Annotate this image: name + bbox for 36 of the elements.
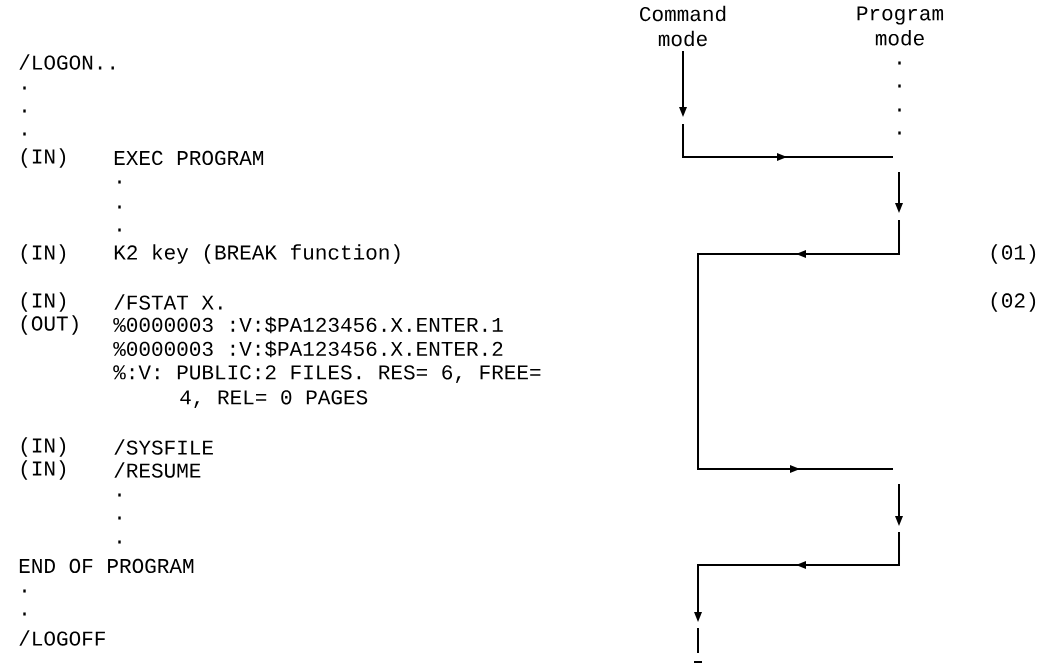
ellipsis-dot: . bbox=[898, 84, 901, 88]
command-line: /FSTAT X. bbox=[114, 294, 222, 310]
ellipsis-dot: . bbox=[118, 228, 121, 232]
command-line: /LOGON.. bbox=[19, 54, 114, 70]
output-line: %0000003 :V:$PA123456.X.ENTER.1 bbox=[113, 316, 503, 334]
command-line: K2 key (BREAK function) bbox=[114, 244, 400, 264]
ellipsis-dot: . bbox=[118, 516, 121, 520]
step-number: (02) bbox=[991, 292, 1036, 312]
ellipsis-dot: . bbox=[23, 132, 26, 136]
step-number: (01) bbox=[991, 244, 1036, 264]
command-line: /SYSFILE bbox=[114, 439, 213, 455]
output-line: %:V: PUBLIC:2 FILES. RES= 6, FREE= 4, REL= 0 PAGES bbox=[113, 365, 541, 408]
command-line: /LOGOFF bbox=[19, 630, 105, 646]
ellipsis-dot: . bbox=[23, 109, 26, 113]
ellipsis-dot: . bbox=[118, 540, 121, 544]
column-heading: Command mode bbox=[640, 5, 726, 47]
ellipsis-dot: . bbox=[23, 86, 26, 90]
output-marker: (OUT) bbox=[21, 315, 78, 335]
ellipsis-dot: . bbox=[898, 131, 901, 135]
input-marker: (IN) bbox=[21, 244, 66, 264]
ellipsis-dot: . bbox=[898, 61, 901, 65]
output-line: %0000003 :V:$PA123456.X.ENTER.2 bbox=[113, 340, 503, 358]
input-marker: (IN) bbox=[21, 292, 66, 312]
input-marker: (IN) bbox=[21, 148, 66, 168]
program-end-line: END OF PROGRAM bbox=[19, 558, 194, 574]
ellipsis-dot: . bbox=[23, 589, 26, 593]
command-line: /RESUME bbox=[114, 462, 201, 478]
input-marker: (IN) bbox=[21, 437, 66, 457]
column-heading: Program mode bbox=[857, 6, 944, 46]
input-marker: (IN) bbox=[21, 460, 66, 480]
ellipsis-dot: . bbox=[118, 180, 121, 184]
ellipsis-dot: . bbox=[118, 493, 121, 497]
ellipsis-dot: . bbox=[23, 612, 26, 616]
ellipsis-dot: . bbox=[118, 205, 121, 209]
command-line: EXEC PROGRAM bbox=[114, 150, 264, 166]
ellipsis-dot: . bbox=[898, 108, 901, 112]
